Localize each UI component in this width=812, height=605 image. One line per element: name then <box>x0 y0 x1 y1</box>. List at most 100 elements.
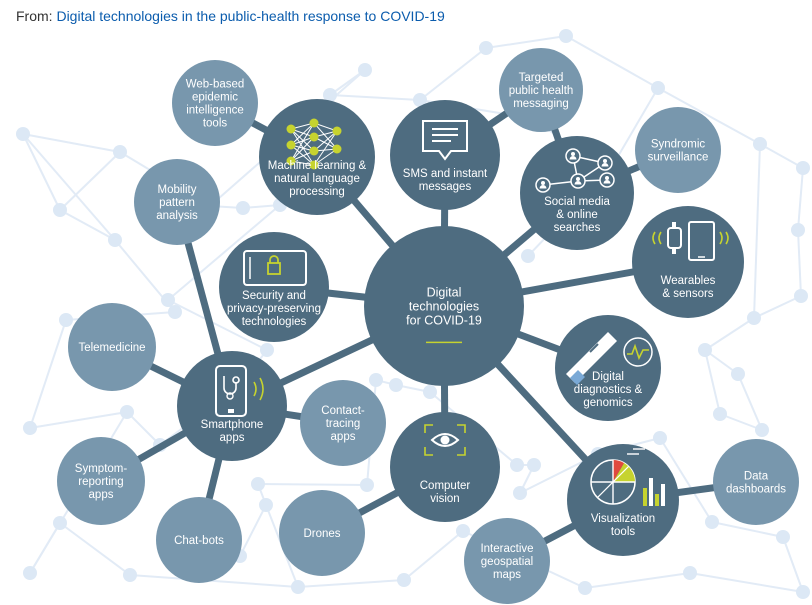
background-link <box>782 536 804 593</box>
background-dot <box>653 431 667 445</box>
background-link <box>689 572 804 593</box>
background-link <box>59 209 116 241</box>
neural-network-icon <box>286 118 342 170</box>
node-telemedicine: Telemedicine <box>68 303 156 391</box>
smartphone-icon <box>215 365 264 417</box>
node-circle <box>635 107 721 193</box>
background-dot <box>59 313 73 327</box>
background-link <box>59 522 131 576</box>
background-link <box>22 133 61 211</box>
node-circle <box>172 60 258 146</box>
node-circle <box>300 380 386 466</box>
background-dot <box>369 373 383 387</box>
background-dot <box>510 458 524 472</box>
background-link <box>22 133 121 153</box>
background-link <box>657 87 761 145</box>
background-link <box>759 143 804 169</box>
node-label: Telemedicine <box>78 342 145 354</box>
background-dot <box>513 486 527 500</box>
background-dot <box>23 566 37 580</box>
background-dot <box>53 203 67 217</box>
background-dot <box>791 223 805 237</box>
node-circle <box>177 351 287 461</box>
background-dot <box>651 81 665 95</box>
background-dot <box>108 233 122 247</box>
background-dot <box>53 516 67 530</box>
node-circle <box>567 444 679 556</box>
background-dot <box>794 289 808 303</box>
background-dot <box>423 385 437 399</box>
background-dot <box>360 478 374 492</box>
background-dot <box>578 581 592 595</box>
node-circle <box>134 159 220 245</box>
background-link <box>29 319 67 429</box>
background-dot <box>358 63 372 77</box>
background-dot <box>397 573 411 587</box>
background-dot <box>747 311 761 325</box>
background-dot <box>236 201 250 215</box>
node-circle <box>390 412 500 522</box>
background-link <box>753 143 761 319</box>
background-link <box>129 574 299 588</box>
background-dot <box>168 305 182 319</box>
people-network-icon <box>535 148 615 193</box>
background-link <box>797 229 802 297</box>
background-link <box>704 349 721 415</box>
background-link <box>167 204 281 301</box>
background-dot <box>698 343 712 357</box>
node-circle <box>499 48 583 132</box>
node-circle <box>57 437 145 525</box>
background-link <box>22 133 116 241</box>
node-circle <box>156 497 242 583</box>
background-dot <box>23 421 37 435</box>
background-dot <box>161 293 175 307</box>
background-link <box>753 295 802 319</box>
test-strip-icon <box>566 332 653 385</box>
node-circle <box>219 232 329 342</box>
background-dot <box>251 477 265 491</box>
background-dot <box>731 367 745 381</box>
background-link <box>485 35 567 49</box>
background-link <box>704 317 755 351</box>
background-dot <box>113 145 127 159</box>
node-chat-bots: Chat-bots <box>156 497 242 583</box>
background-link <box>257 483 368 486</box>
source-article-link[interactable]: Digital technologies in the public-healt… <box>56 8 445 24</box>
message-icon <box>422 120 468 161</box>
node-label: Wearables& sensors <box>661 275 716 300</box>
background-link <box>584 572 691 589</box>
background-dot <box>796 161 810 175</box>
background-dot <box>521 249 535 263</box>
node-circle <box>713 439 799 525</box>
background-dot <box>559 29 573 43</box>
background-dot <box>16 127 30 141</box>
background-dot <box>776 530 790 544</box>
node-circle <box>279 490 365 576</box>
wearables-icon <box>652 221 729 261</box>
background-dot <box>259 498 273 512</box>
background-dot <box>456 524 470 538</box>
background-dot <box>260 343 274 357</box>
node-circle <box>68 303 156 391</box>
background-link <box>329 94 421 101</box>
